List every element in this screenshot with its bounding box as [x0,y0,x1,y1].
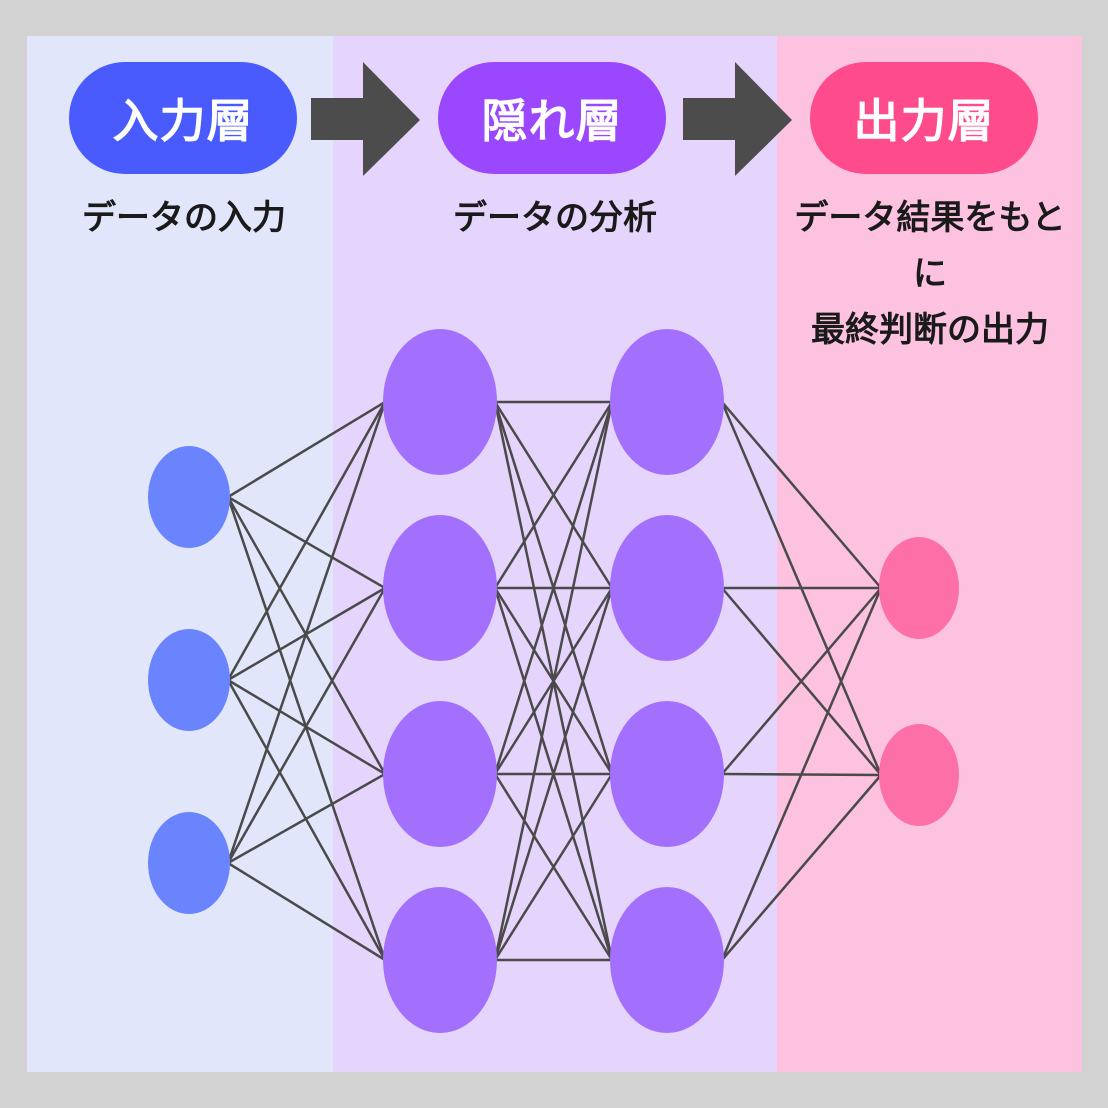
right-arrow-icon [311,62,420,176]
hidden-neuron [610,329,724,475]
connection-line [227,772,386,865]
connection-line [226,401,387,864]
connection-line [721,401,882,589]
connection-line [721,774,882,961]
connection-line [226,679,387,961]
output-neuron [879,537,959,639]
input-neuron [148,629,230,731]
right-arrow-icon [683,62,792,176]
connection-line [226,496,387,961]
connection-line [721,587,882,775]
hidden-neuron [610,515,724,661]
connections [226,400,883,962]
description-line: データ結果をもとに [794,198,1066,294]
connection-line [493,401,614,589]
hidden-neuron [383,887,497,1033]
output-layer-description: データ結果をもとに 最終判断の出力 [780,190,1080,358]
hidden-neuron [383,515,497,661]
output-layer-title: 出力層 [810,62,1038,174]
hidden-neuron [383,701,497,847]
connection-line [493,401,614,775]
connection-line [720,587,883,961]
hidden-layer-description: データの分析 [400,190,710,246]
connection-line [226,401,387,681]
description-line: データの分析 [453,198,657,238]
input-neuron [148,446,230,548]
output-neuron [879,724,959,826]
connection-line [227,861,386,962]
description-line: データの入力 [82,198,286,238]
hidden-neuron [610,887,724,1033]
input-neuron [148,812,230,914]
neurons [148,329,959,1033]
connection-line [227,400,386,499]
connection-line [493,401,614,961]
input-layer-description: データの入力 [40,190,328,246]
description-line: 最終判断の出力 [811,310,1049,350]
connection-line [493,587,614,961]
input-layer-title: 入力層 [69,62,297,174]
hidden-neuron [383,329,497,475]
hidden-layer-title: 隠れ層 [438,62,666,174]
hidden-neuron [610,701,724,847]
connection-line [493,773,614,961]
connection-line [226,587,387,864]
